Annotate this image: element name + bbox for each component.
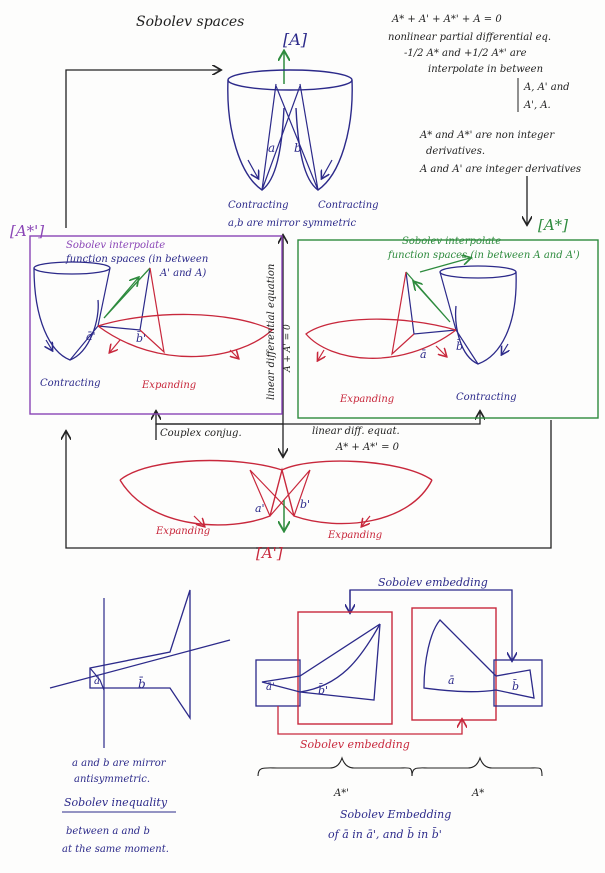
mirror-note-2: antisymmetric. bbox=[74, 774, 150, 785]
label-b: b bbox=[294, 141, 302, 155]
box-label-a-star-prime: [A*'] bbox=[10, 222, 44, 240]
contracting-left: Contracting bbox=[228, 200, 289, 211]
note-line-8: A and A' are integer derivatives bbox=[419, 164, 581, 175]
cone-b-bar: b̄ bbox=[138, 675, 146, 691]
brace-left bbox=[257, 756, 413, 777]
left-panel: [A*'] Sobolev interpolate function space… bbox=[10, 222, 283, 415]
bottom-expanding-left: Expanding bbox=[155, 526, 210, 537]
bottom-left-diagram: ā b̄ a and b are mirror antisymmetric. S… bbox=[49, 589, 231, 855]
box-label-a-prime: [A'] bbox=[256, 544, 283, 562]
left-contracting: Contracting bbox=[40, 378, 101, 389]
right-cup-shape bbox=[454, 271, 517, 365]
embed-a-bar-prime: ā' bbox=[266, 682, 275, 693]
cross-lines bbox=[261, 83, 319, 191]
left-a-bar-prime: ā' bbox=[86, 330, 96, 343]
bottom-diagram: a' b' Expanding Expanding [A'] bbox=[119, 459, 433, 562]
mirror-note-1: a and b are mirror bbox=[72, 758, 167, 769]
note-line-2: -1/2 A* and +1/2 A*' are bbox=[404, 48, 527, 59]
embedding-box-a-prime bbox=[297, 611, 393, 725]
note-line-4: A, A' and bbox=[523, 82, 570, 93]
note-line-1: nonlinear partial differential eq. bbox=[388, 32, 551, 43]
embedding-top: Sobolev embedding bbox=[350, 576, 512, 660]
couplex-conjug-label: Couplex conjug. bbox=[160, 428, 242, 439]
note-line-5: A', A. bbox=[523, 100, 551, 111]
sobolev-embedding-top-label: Sobolev embedding bbox=[378, 576, 488, 589]
embed-a-bar: ā bbox=[448, 674, 455, 687]
embedding-caption-2: of ā in ā', and b̄ in b̄' bbox=[328, 828, 442, 841]
left-expanding-shape bbox=[97, 313, 274, 358]
top-rim-ellipse bbox=[227, 69, 353, 91]
note-line-6: A* and A*' are non integer bbox=[419, 130, 555, 141]
page-title: Sobolev spaces bbox=[136, 14, 244, 30]
middle-vertical-label: linear differential equation A + A' = 0 bbox=[266, 264, 293, 400]
embed-b-bar-prime: b̄' bbox=[318, 684, 328, 697]
left-expanding: Expanding bbox=[141, 380, 196, 391]
embed-b-bar: b̄ bbox=[512, 680, 519, 693]
right-title-1: Sobolev interpolate bbox=[402, 236, 501, 247]
right-panel-frame bbox=[297, 239, 599, 419]
right-expanding: Expanding bbox=[339, 394, 394, 405]
right-panel: [A*] Sobolev interpolate function spaces… bbox=[297, 216, 599, 419]
left-title-2: function spaces (in between bbox=[65, 254, 208, 265]
outer-loop-arrows bbox=[66, 70, 552, 549]
bottom-a-prime: a' bbox=[255, 502, 265, 515]
bottom-b-prime: b' bbox=[300, 498, 310, 511]
symmetry-note: a,b are mirror symmetric bbox=[228, 218, 356, 229]
bottom-expanding-shape bbox=[119, 467, 433, 526]
right-expanding-shape bbox=[305, 318, 457, 359]
right-a-bar: ā bbox=[420, 348, 427, 361]
sobolev-embedding-bottom-label: Sobolev embedding bbox=[300, 738, 410, 751]
brace-right-label: A* bbox=[471, 788, 484, 799]
vertical-label-2: A + A' = 0 bbox=[283, 324, 293, 373]
note-line-7: derivatives. bbox=[426, 146, 485, 157]
equation-note: A* + A' + A*' + A = 0 bbox=[391, 14, 502, 25]
vertical-label-1: linear differential equation bbox=[266, 264, 277, 400]
embedding-caption-1: Sobolev Embedding bbox=[340, 808, 451, 821]
right-b-bar: b̄ bbox=[456, 340, 463, 353]
left-panel-frame bbox=[29, 235, 283, 415]
between-note: between a and b bbox=[66, 826, 150, 837]
bottom-right-diagram: ā' b̄' ā b̄ Sobolev embedding A*' A* Sob… bbox=[255, 607, 543, 841]
label-a: a bbox=[268, 141, 275, 155]
right-contracting: Contracting bbox=[456, 392, 517, 403]
same-moment-note: at the same moment. bbox=[62, 844, 169, 855]
note-line-3: interpolate in between bbox=[428, 64, 543, 75]
linear-diff-label: linear diff. equat. bbox=[312, 426, 400, 437]
bottom-expanding-right: Expanding bbox=[327, 530, 382, 541]
contracting-right: Contracting bbox=[318, 200, 379, 211]
linear-eq-label: A* + A*' = 0 bbox=[335, 442, 400, 453]
left-title-1: Sobolev interpolate bbox=[66, 240, 165, 251]
cone-a-bar: ā bbox=[94, 676, 100, 687]
brace-left-label: A*' bbox=[333, 788, 349, 799]
left-title-3: A' and A) bbox=[159, 268, 206, 279]
left-cup-shape bbox=[33, 267, 99, 361]
top-diagram: [A] a b Contracting Contracting a,b are … bbox=[227, 30, 379, 229]
left-b-bar-prime: b̄' bbox=[136, 332, 146, 345]
box-label-a-star: [A*] bbox=[538, 216, 568, 234]
sobolev-inequality-heading: Sobolev inequality bbox=[64, 796, 168, 809]
right-title-2: function spaces (in between A and A') bbox=[387, 250, 580, 261]
box-label-a: [A] bbox=[283, 30, 308, 49]
embedding-box-a bbox=[411, 607, 497, 721]
brace-right bbox=[411, 756, 543, 777]
top-notes: A* + A' + A*' + A = 0 nonlinear partial … bbox=[388, 14, 581, 175]
